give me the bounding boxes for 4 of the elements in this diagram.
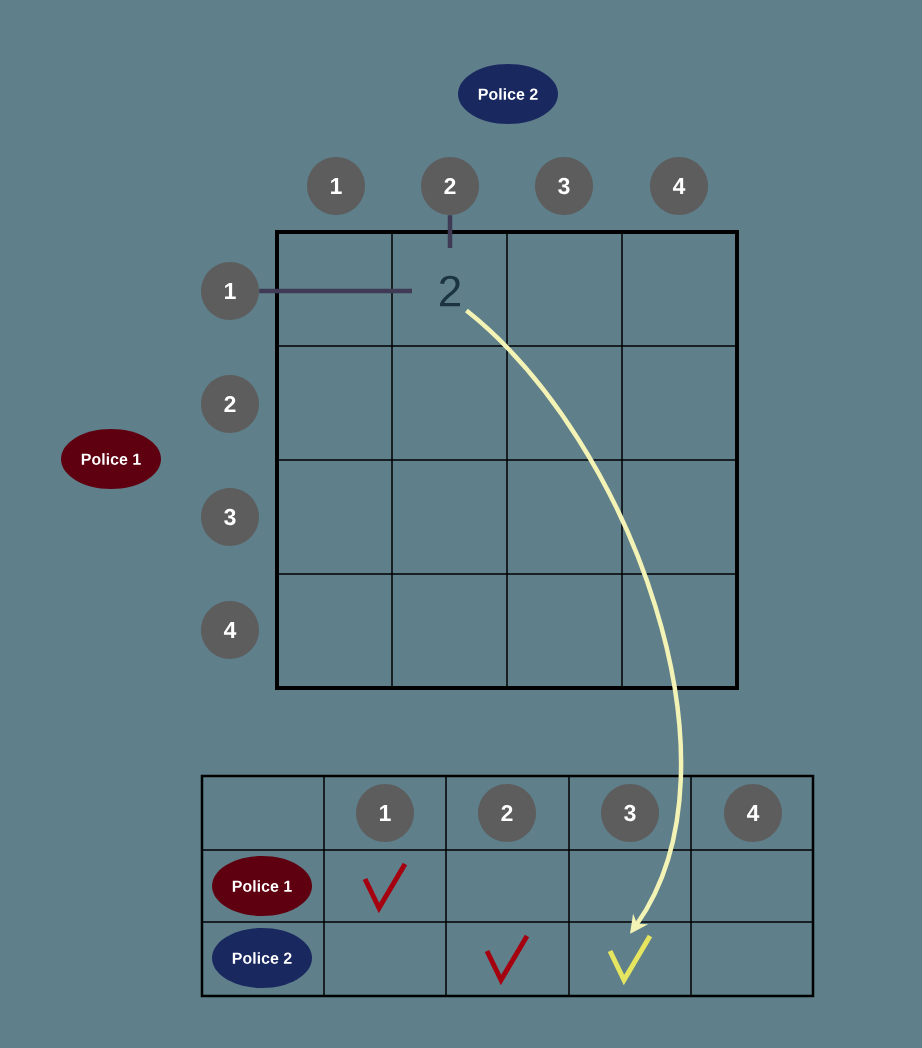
check-icon xyxy=(607,934,653,986)
connector-line xyxy=(447,215,453,248)
connector-line xyxy=(259,288,412,294)
cell-value: 2 xyxy=(440,275,460,307)
